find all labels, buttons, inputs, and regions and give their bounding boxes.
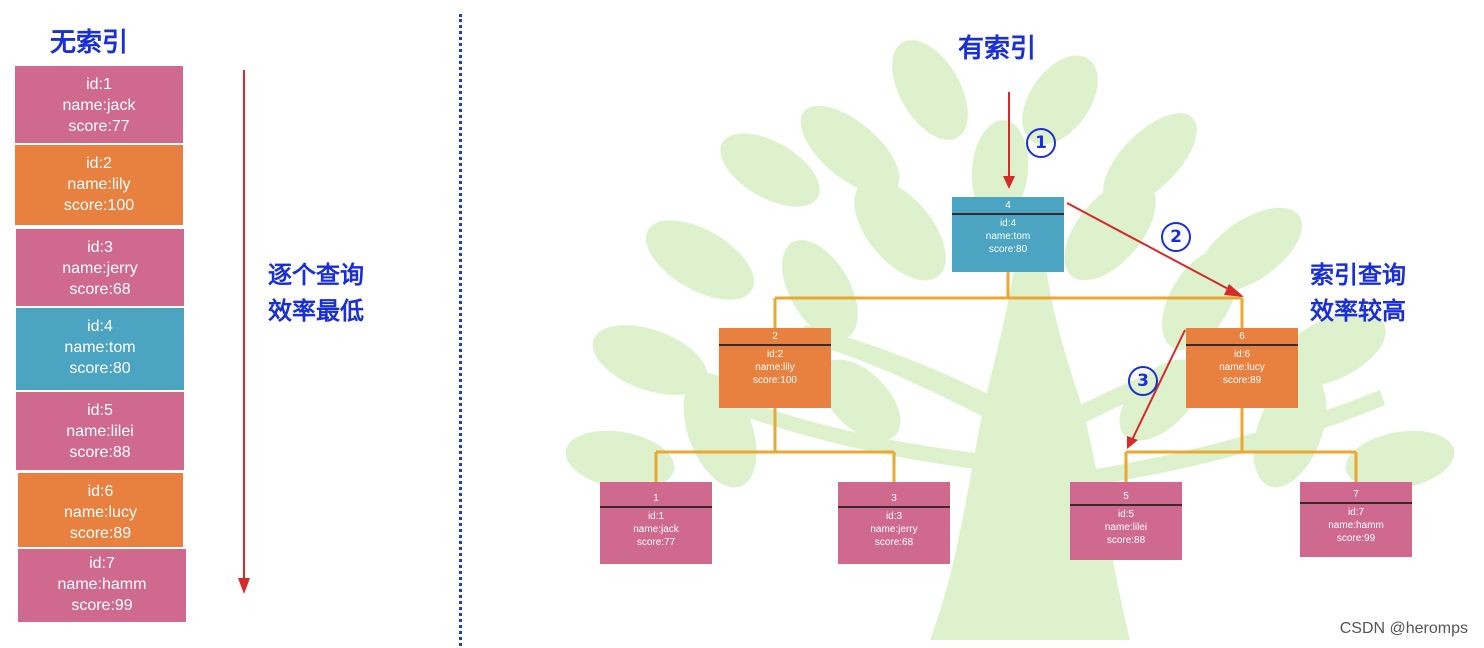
right-title: 有索引 [958,34,1037,64]
tree-node-6: 6 id:6 name:lucy score:89 [1186,328,1298,408]
record-score: score:88 [69,444,131,461]
record-id: id:4 [87,318,113,335]
node-name: name:tom [985,231,1031,242]
node-score: score:100 [753,375,797,386]
node-score: score:77 [636,537,676,548]
step-3-marker: 3 [1128,366,1158,396]
tree-node-5: 5 id:5 name:lilei score:88 [1070,482,1182,560]
watermark: CSDN @heromps [1339,620,1468,637]
node-divider [952,213,1064,215]
node-divider [600,506,712,508]
panel-divider [459,14,462,646]
right-note: 索引查询 效率较高 [1310,257,1406,329]
record-1: id:1 name:jack score:77 [15,66,183,143]
record-score: score:77 [68,118,130,135]
search-arrow-3 [1131,329,1186,441]
step-2-marker: 2 [1161,222,1191,252]
node-score: score:88 [1106,535,1146,546]
record-score: score:80 [69,360,131,377]
node-name: name:lily [755,362,795,373]
node-name: name:hamm [1328,520,1384,531]
node-score: score:89 [1222,375,1262,386]
record-3: id:3 name:jerry score:68 [16,229,184,306]
record-5: id:5 name:lilei score:88 [16,392,184,470]
record-name: name:jack [62,97,136,114]
record-6: id:6 name:lucy score:89 [18,473,183,547]
node-key: 1 [653,493,659,504]
node-key: 4 [1005,200,1011,211]
record-name: name:lily [67,176,131,193]
left-title: 无索引 [50,28,129,58]
record-name: name:lucy [64,504,137,521]
left-note-line1: 逐个查询 [268,261,364,289]
record-score: score:99 [71,597,133,614]
left-note: 逐个查询 效率最低 [268,257,364,329]
node-name: name:jerry [870,524,918,535]
tree-node-7: 7 id:7 name:hamm score:99 [1300,482,1412,557]
node-id: id:3 [885,511,903,522]
node-name: name:jack [633,524,679,535]
node-divider [1070,504,1182,506]
left-note-line2: 效率最低 [268,297,364,325]
record-id: id:5 [87,402,113,419]
node-divider [719,344,831,346]
record-7: id:7 name:hamm score:99 [18,549,186,622]
record-id: id:7 [89,555,115,572]
record-id: id:6 [87,483,114,500]
node-id: id:5 [1117,509,1135,520]
node-key: 6 [1239,331,1245,342]
search-arrow-2 [1066,202,1233,292]
record-score: score:100 [63,197,135,214]
step-1-marker: 1 [1026,128,1056,158]
record-name: name:jerry [62,260,138,277]
tree-node-1: 1 id:1 name:jack score:77 [600,482,712,564]
tree-node-root: 4 id:4 name:tom score:80 [952,197,1064,272]
record-name: name:tom [64,339,136,356]
node-key: 5 [1123,491,1129,502]
record-score: score:68 [69,281,131,298]
record-id: id:2 [86,155,112,172]
node-divider [1300,502,1412,504]
node-id: id:1 [647,511,665,522]
node-id: id:4 [999,218,1017,229]
node-divider [1186,344,1298,346]
record-2: id:2 name:lily score:100 [15,145,183,225]
node-name: name:lilei [1104,522,1148,533]
node-key: 2 [772,331,778,342]
node-divider [838,506,950,508]
node-id: id:2 [766,349,784,360]
sequential-scan-arrow [238,70,250,594]
right-note-line2: 效率较高 [1310,297,1406,325]
node-score: score:68 [874,537,914,548]
record-id: id:1 [86,76,112,93]
node-id: id:7 [1347,507,1365,518]
record-4: id:4 name:tom score:80 [16,308,184,390]
node-key: 7 [1353,489,1359,500]
record-name: name:hamm [57,576,147,593]
record-name: name:lilei [66,423,134,440]
node-score: score:80 [988,244,1028,255]
record-id: id:3 [87,239,113,256]
tree-node-3: 3 id:3 name:jerry score:68 [838,482,950,564]
tree-node-2: 2 id:2 name:lily score:100 [719,328,831,408]
node-name: name:lucy [1219,362,1265,373]
record-score: score:89 [69,525,132,542]
node-id: id:6 [1233,349,1251,360]
node-score: score:99 [1336,533,1376,544]
node-key: 3 [891,493,897,504]
right-note-line1: 索引查询 [1310,261,1406,289]
